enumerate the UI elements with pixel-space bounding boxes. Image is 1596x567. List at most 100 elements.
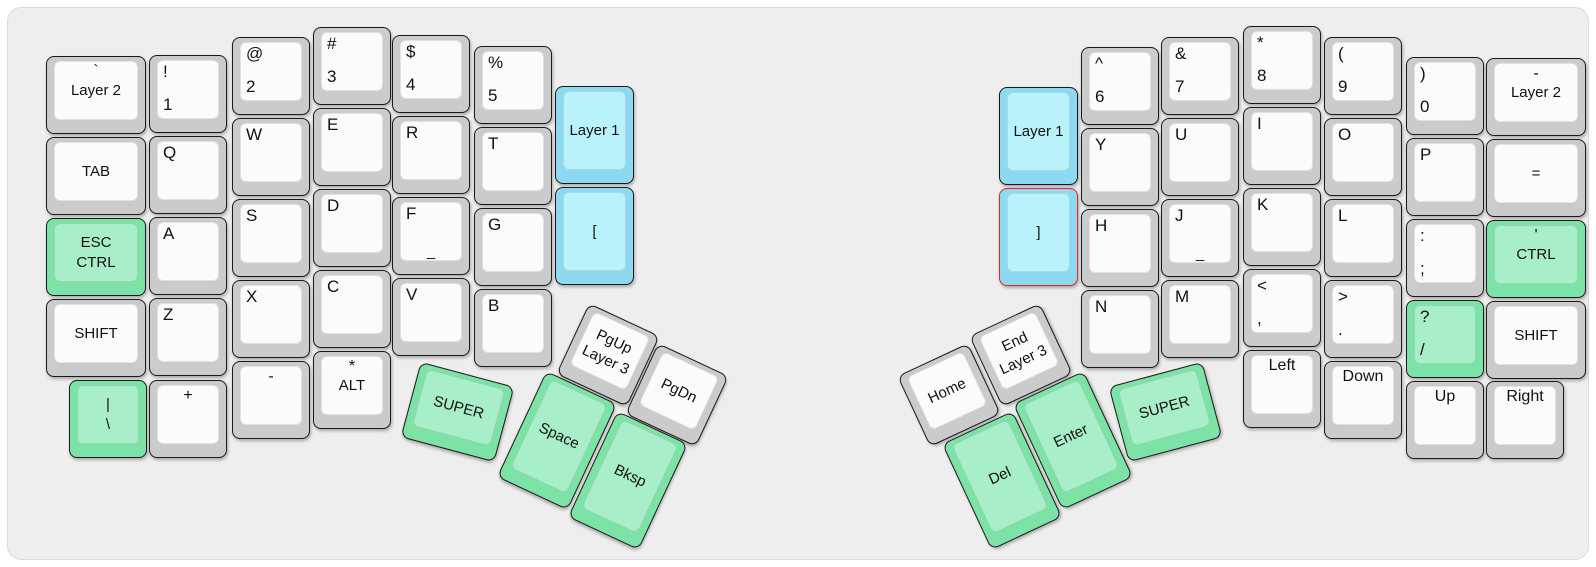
key-c[interactable]: C bbox=[313, 270, 391, 348]
key-b[interactable]: B bbox=[474, 289, 552, 367]
keycap-top bbox=[54, 304, 138, 363]
key-legend-tl: ^ bbox=[1095, 54, 1103, 73]
key-legend-tl: Q bbox=[163, 143, 177, 162]
key-legend-tl: ) bbox=[1420, 64, 1426, 83]
key-dash-layer2[interactable]: -Layer 2 bbox=[1486, 58, 1586, 136]
key-shift-left[interactable]: SHIFT bbox=[46, 299, 146, 377]
keycap-top bbox=[1494, 386, 1556, 445]
key-legend-tl: H bbox=[1095, 216, 1108, 235]
key-lt-comma[interactable]: <, bbox=[1243, 269, 1321, 347]
key-g[interactable]: G bbox=[474, 208, 552, 286]
key-star-alt[interactable]: *ALT bbox=[313, 351, 391, 429]
key-e[interactable]: E bbox=[313, 108, 391, 186]
key-minus[interactable]: - bbox=[232, 361, 310, 439]
key-legend-mc: CTRL bbox=[1516, 245, 1556, 263]
key-s[interactable]: S bbox=[232, 199, 310, 277]
key-gt-period[interactable]: >. bbox=[1324, 280, 1402, 358]
key-down-arrow[interactable]: Down bbox=[1324, 361, 1402, 439]
key-y[interactable]: Y bbox=[1081, 128, 1159, 206]
key-x[interactable]: X bbox=[232, 280, 310, 358]
key-legend-tl: # bbox=[327, 34, 337, 53]
key-k[interactable]: K bbox=[1243, 188, 1321, 266]
key-super-right[interactable]: SUPER bbox=[1108, 361, 1223, 463]
key-z[interactable]: Z bbox=[149, 298, 227, 376]
keycap-top bbox=[54, 142, 138, 201]
key-legend-tl: M bbox=[1175, 287, 1190, 306]
key-legend-tl: S bbox=[246, 206, 258, 225]
key-star-8[interactable]: *8 bbox=[1243, 26, 1321, 104]
key-legend-tc: - bbox=[268, 368, 274, 385]
key-legend-bl: 0 bbox=[1420, 97, 1430, 116]
key-legend-tc: * bbox=[348, 358, 356, 375]
key-esc-ctrl[interactable]: ESC CTRL bbox=[46, 218, 146, 296]
key-q[interactable]: Q bbox=[149, 136, 227, 214]
keycap-top bbox=[1169, 42, 1231, 101]
keycap-top bbox=[1169, 204, 1231, 263]
key-caret-6[interactable]: ^6 bbox=[1081, 47, 1159, 125]
key-v[interactable]: V bbox=[392, 278, 470, 356]
key-hash-3[interactable]: #3 bbox=[313, 27, 391, 105]
key-l[interactable]: L bbox=[1324, 199, 1402, 277]
key-rparen-0[interactable]: )0 bbox=[1406, 57, 1484, 135]
key-f[interactable]: F_ bbox=[392, 197, 470, 275]
key-o[interactable]: O bbox=[1324, 118, 1402, 196]
key-u[interactable]: U bbox=[1161, 118, 1239, 196]
key-r[interactable]: R bbox=[392, 116, 470, 194]
key-legend-tl: & bbox=[1175, 44, 1187, 63]
key-n[interactable]: N bbox=[1081, 290, 1159, 368]
key-layer1-right[interactable]: Layer 1 bbox=[999, 87, 1078, 185]
key-legend-tl: I bbox=[1257, 114, 1262, 133]
keycap-top bbox=[54, 61, 138, 120]
key-legend-tl: L bbox=[1338, 206, 1348, 225]
key-legend-bl: / bbox=[1420, 340, 1425, 359]
key-left-arrow[interactable]: Left bbox=[1243, 350, 1321, 428]
key-legend-mc: SHIFT bbox=[1514, 326, 1558, 344]
key-legend-mc: End Layer 3 bbox=[996, 328, 1050, 378]
key-a[interactable]: A bbox=[149, 217, 227, 295]
key-legend-bl: 6 bbox=[1095, 87, 1105, 106]
key-percent-5[interactable]: %5 bbox=[474, 46, 552, 124]
key-tab[interactable]: TAB bbox=[46, 137, 146, 215]
key-w[interactable]: W bbox=[232, 118, 310, 196]
key-grave-layer2[interactable]: `Layer 2 bbox=[46, 56, 146, 134]
key-d[interactable]: D bbox=[313, 189, 391, 267]
key-up-arrow[interactable]: Up bbox=[1406, 381, 1484, 459]
key-legend-bl: . bbox=[1338, 320, 1343, 339]
key-at-2[interactable]: @2 bbox=[232, 37, 310, 115]
key-pipe-backslash[interactable]: | \ bbox=[69, 380, 147, 458]
key-m[interactable]: M bbox=[1161, 280, 1239, 358]
key-legend-mc: Layer 1 bbox=[569, 121, 620, 139]
key-right-arrow[interactable]: Right bbox=[1486, 381, 1564, 459]
key-j[interactable]: J_ bbox=[1161, 199, 1239, 277]
key-legend-tl: $ bbox=[406, 42, 416, 61]
key-exclam-1[interactable]: !1 bbox=[149, 55, 227, 133]
key-lparen-9[interactable]: (9 bbox=[1324, 37, 1402, 115]
keycap-top bbox=[321, 275, 383, 334]
key-p[interactable]: P bbox=[1406, 138, 1484, 216]
key-shift-right[interactable]: SHIFT bbox=[1486, 301, 1586, 379]
key-legend-tc: - bbox=[1533, 65, 1539, 82]
key-right-bracket[interactable]: ] bbox=[999, 188, 1078, 286]
key-plus[interactable]: + bbox=[149, 380, 227, 458]
key-super-left[interactable]: SUPER bbox=[400, 361, 515, 463]
key-h[interactable]: H bbox=[1081, 209, 1159, 287]
key-i[interactable]: I bbox=[1243, 107, 1321, 185]
key-dollar-4[interactable]: $4 bbox=[392, 35, 470, 113]
key-legend-bc: _ bbox=[1195, 245, 1205, 262]
key-colon-semicolon[interactable]: :; bbox=[1406, 219, 1484, 297]
key-left-bracket[interactable]: [ bbox=[555, 187, 634, 285]
key-layer1-left[interactable]: Layer 1 bbox=[555, 86, 634, 184]
keycap-top bbox=[77, 385, 139, 444]
keycap-top bbox=[1007, 193, 1070, 272]
key-question-slash[interactable]: ?/ bbox=[1406, 300, 1484, 378]
key-equals[interactable]: = bbox=[1486, 139, 1586, 217]
key-amp-7[interactable]: &7 bbox=[1161, 37, 1239, 115]
keycap-top bbox=[1494, 144, 1578, 203]
key-legend-mc: Layer 2 bbox=[1510, 83, 1562, 101]
key-legend-tl: E bbox=[327, 115, 339, 134]
keycap-top bbox=[240, 204, 302, 263]
key-quote-ctrl[interactable]: 'CTRL bbox=[1486, 220, 1586, 298]
key-legend-bc: _ bbox=[426, 243, 436, 260]
key-t[interactable]: T bbox=[474, 127, 552, 205]
